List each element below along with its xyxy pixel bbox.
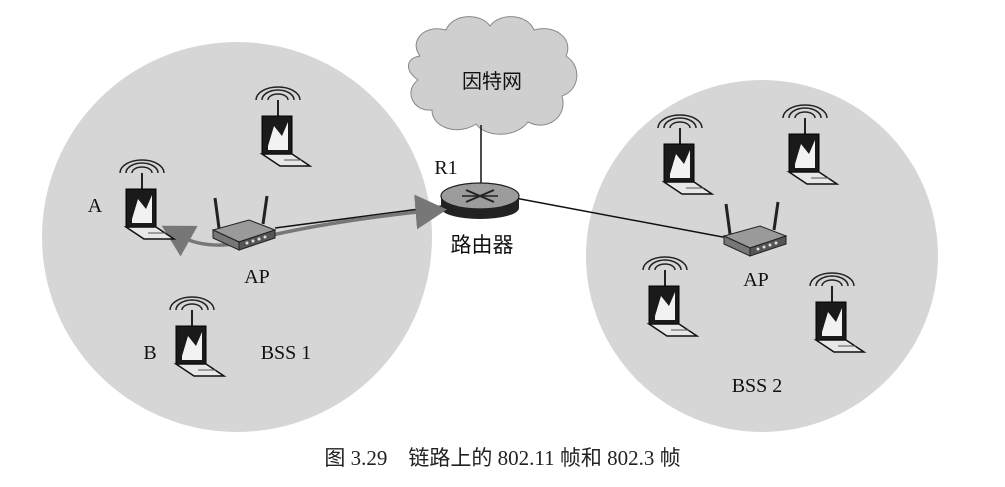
router-r1-label: R1: [434, 157, 457, 179]
bss2-label: BSS 2: [732, 375, 783, 397]
bss1-label: BSS 1: [261, 342, 312, 364]
frame-arrow: [161, 194, 447, 257]
internet-label: 因特网: [462, 69, 522, 93]
ap-left-label: AP: [244, 266, 270, 288]
host-a-label: A: [88, 195, 103, 217]
link-router-ap-right: [514, 197, 729, 239]
internet-cloud: [408, 16, 578, 135]
router-label: 路由器: [451, 233, 514, 257]
figure-caption: 图 3.29 链路上的 802.11 帧和 802.3 帧: [324, 446, 681, 470]
host-b-label: B: [143, 342, 156, 364]
router-icon: [440, 182, 520, 219]
ap-right-label: AP: [743, 269, 769, 291]
